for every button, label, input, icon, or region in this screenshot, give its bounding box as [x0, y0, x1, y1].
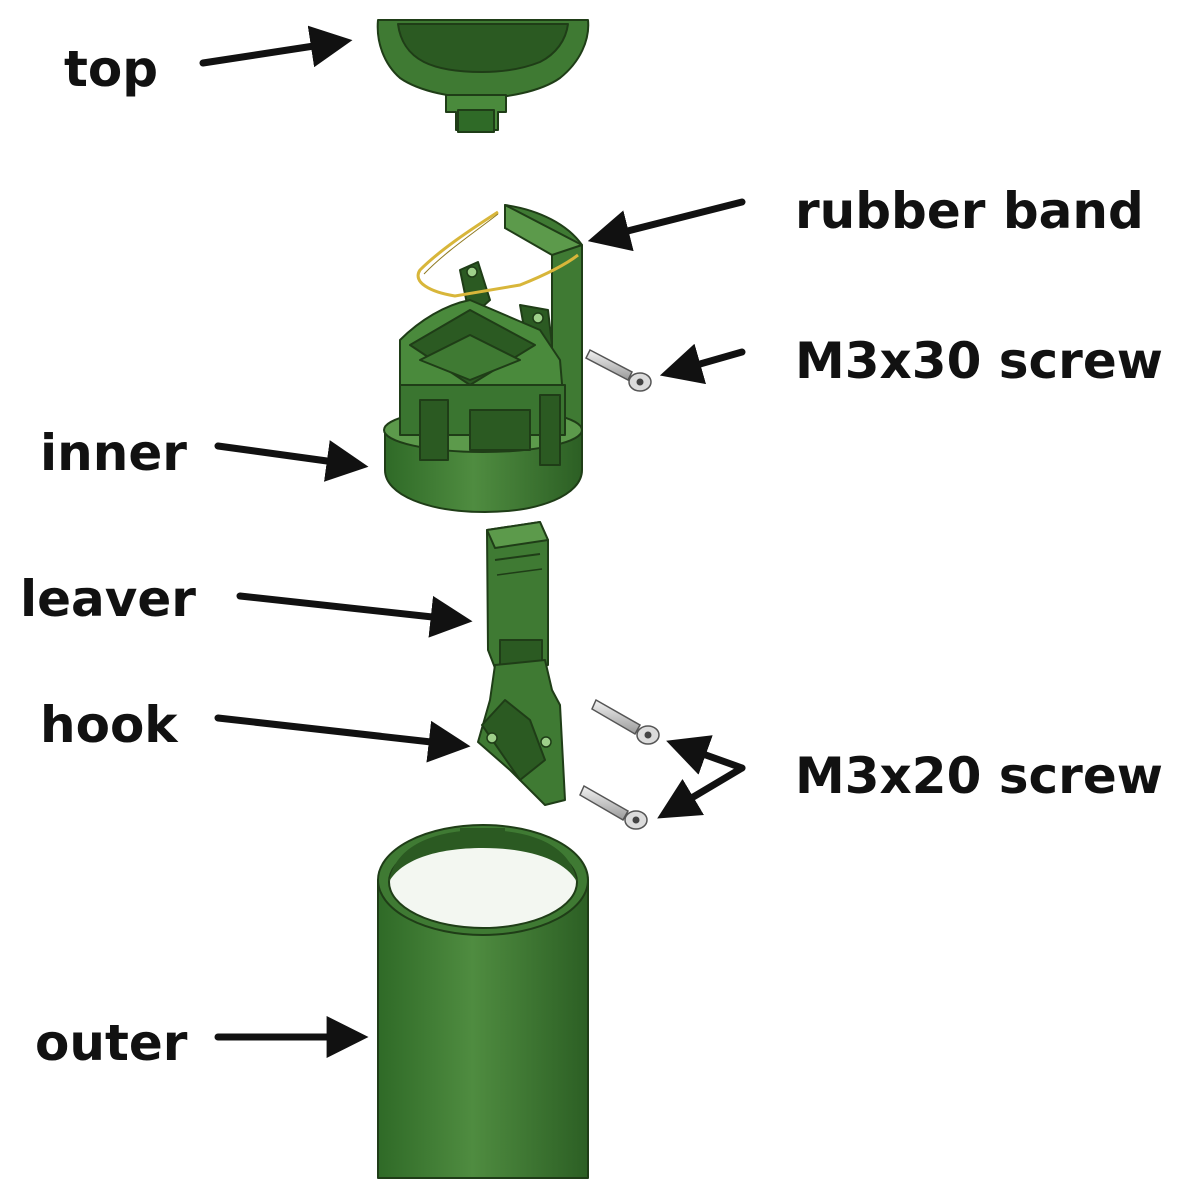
label-top: top	[64, 40, 158, 98]
arrow-leaver	[236, 592, 473, 638]
label-hook: hook	[40, 696, 179, 754]
arrow-m3x20-upper	[666, 735, 746, 775]
m3x20-screw-upper	[591, 698, 660, 745]
m3x20-screw-lower	[579, 784, 648, 830]
callout-arrows	[199, 25, 746, 1058]
arrow-inner	[214, 440, 369, 482]
rubber-band	[416, 210, 579, 298]
outer-part	[377, 824, 589, 1179]
top-part	[376, 19, 590, 133]
m3x30-screw	[585, 348, 652, 392]
inner-part	[383, 204, 583, 513]
label-rubber-band: rubber band	[795, 182, 1144, 240]
arrow-hook	[214, 714, 471, 763]
label-inner: inner	[40, 424, 187, 482]
arrow-m3x30-screw	[659, 343, 746, 385]
hook-part	[477, 659, 566, 806]
arrow-m3x20-lower	[657, 764, 746, 819]
arrow-rubber-band	[587, 198, 746, 252]
arrow-top	[199, 25, 353, 68]
leaver-part	[486, 521, 549, 673]
label-m3x30-screw: M3x30 screw	[795, 332, 1163, 390]
label-leaver: leaver	[20, 570, 196, 628]
label-outer: outer	[35, 1014, 188, 1072]
label-m3x20-screw: M3x20 screw	[795, 747, 1163, 805]
